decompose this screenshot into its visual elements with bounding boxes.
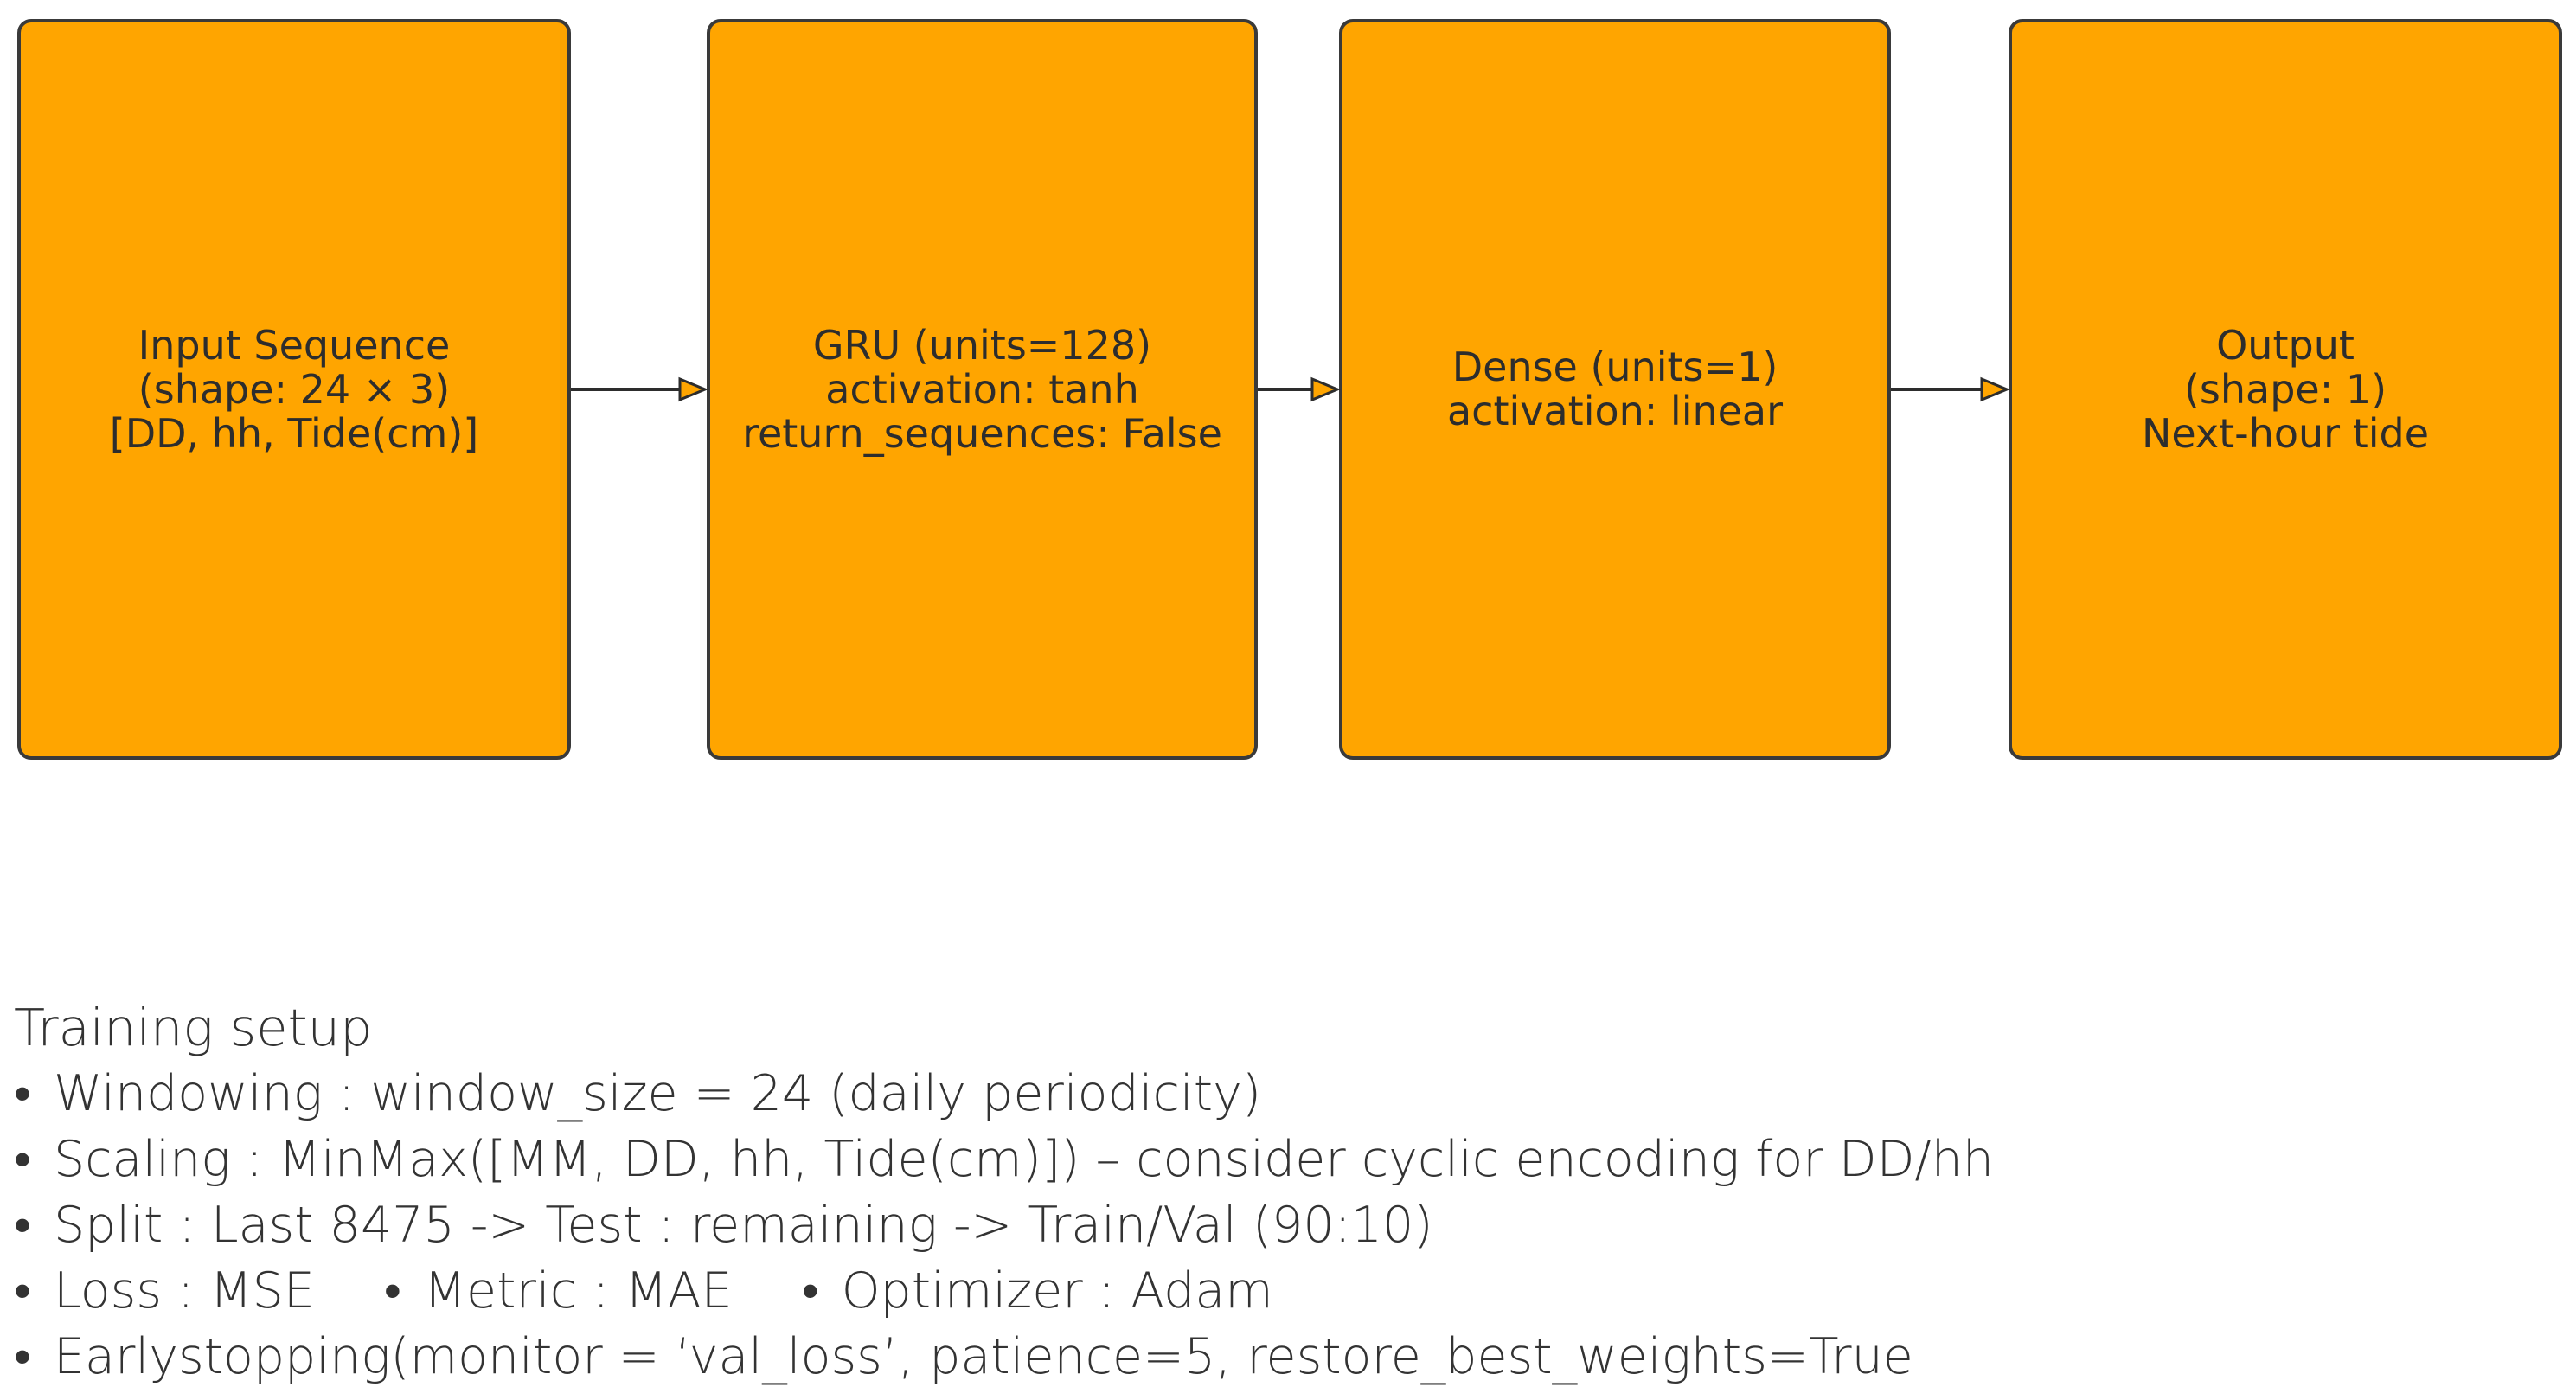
list-item: • Loss : MSE • Metric : MAE • Optimizer : Ada… — [14, 1258, 2557, 1324]
block-label-line: Dense (units=1) — [1451, 344, 1778, 390]
metric-text: Metric : MAE — [423, 1262, 733, 1320]
arrow-head-icon — [1980, 376, 2010, 402]
gru-block: GRU (units=128) activation: tanh return_… — [707, 19, 1258, 760]
block-label-line: activation: tanh — [825, 365, 1139, 413]
optimizer-text: Optimizer : Adam — [841, 1262, 1273, 1320]
training-setup-title: Training setup — [14, 998, 373, 1057]
arrow-gru-to-dense — [1258, 376, 1341, 402]
block-label-line: GRU (units=128) — [812, 321, 1152, 369]
block-label-line: Output — [2216, 321, 2355, 369]
list-item: • Earlystopping(monitor = ‘val_loss’, pat… — [14, 1324, 2557, 1390]
list-item-text: Windowing : window_size = 24 (daily peri… — [54, 1065, 1262, 1122]
block-label-line: return_sequences: False — [742, 409, 1222, 457]
arrow-dense-to-output — [1891, 376, 2010, 402]
bullet-icon: • — [801, 1262, 819, 1320]
output-block: Output (shape: 1) Next-hour tide — [2009, 19, 2562, 760]
loss-text: Loss : MSE — [54, 1262, 315, 1320]
block-label-line: (shape: 24 × 3) — [138, 365, 451, 413]
architecture-diagram: Input Sequence (shape: 24 × 3) [DD, hh, … — [17, 19, 2562, 760]
bullet-icon: • — [14, 1197, 31, 1254]
arrow-input-to-gru — [571, 376, 708, 402]
arrow-head-icon — [1310, 376, 1341, 402]
arrow-head-icon — [678, 376, 708, 402]
bullet-icon: • — [14, 1262, 31, 1320]
list-item: • Split : Last 8475 -> Test : remaining -… — [14, 1192, 2557, 1258]
input-sequence-block: Input Sequence (shape: 24 × 3) [DD, hh, … — [17, 19, 571, 760]
bullet-icon: • — [14, 1131, 31, 1188]
bullet-icon: • — [14, 1065, 31, 1122]
list-item-text: Split : Last 8475 -> Test : remaining ->… — [54, 1197, 1433, 1254]
training-setup: Training setup • Windowing : window_size … — [14, 995, 2557, 1390]
bullet-icon: • — [14, 1328, 31, 1385]
list-item: • Scaling : MinMax([MM, DD, hh, Tide(cm)]… — [14, 1127, 2557, 1192]
block-label-line: Input Sequence — [138, 321, 451, 369]
block-label-line: (shape: 1) — [2183, 365, 2387, 413]
list-item-text: Scaling : MinMax([MM, DD, hh, Tide(cm)])… — [54, 1131, 1994, 1188]
training-setup-list: • Windowing : window_size = 24 (daily per… — [14, 1061, 2557, 1390]
dense-block: Dense (units=1) activation: linear — [1339, 19, 1891, 760]
block-label-line: activation: linear — [1446, 388, 1784, 434]
block-label-line: Next-hour tide — [2141, 409, 2430, 457]
list-item-text: Earlystopping(monitor = ‘val_loss’, pati… — [54, 1328, 1913, 1385]
list-item: • Windowing : window_size = 24 (daily per… — [14, 1061, 2557, 1127]
bullet-icon: • — [383, 1262, 401, 1320]
block-label-line: [DD, hh, Tide(cm)] — [109, 409, 479, 457]
